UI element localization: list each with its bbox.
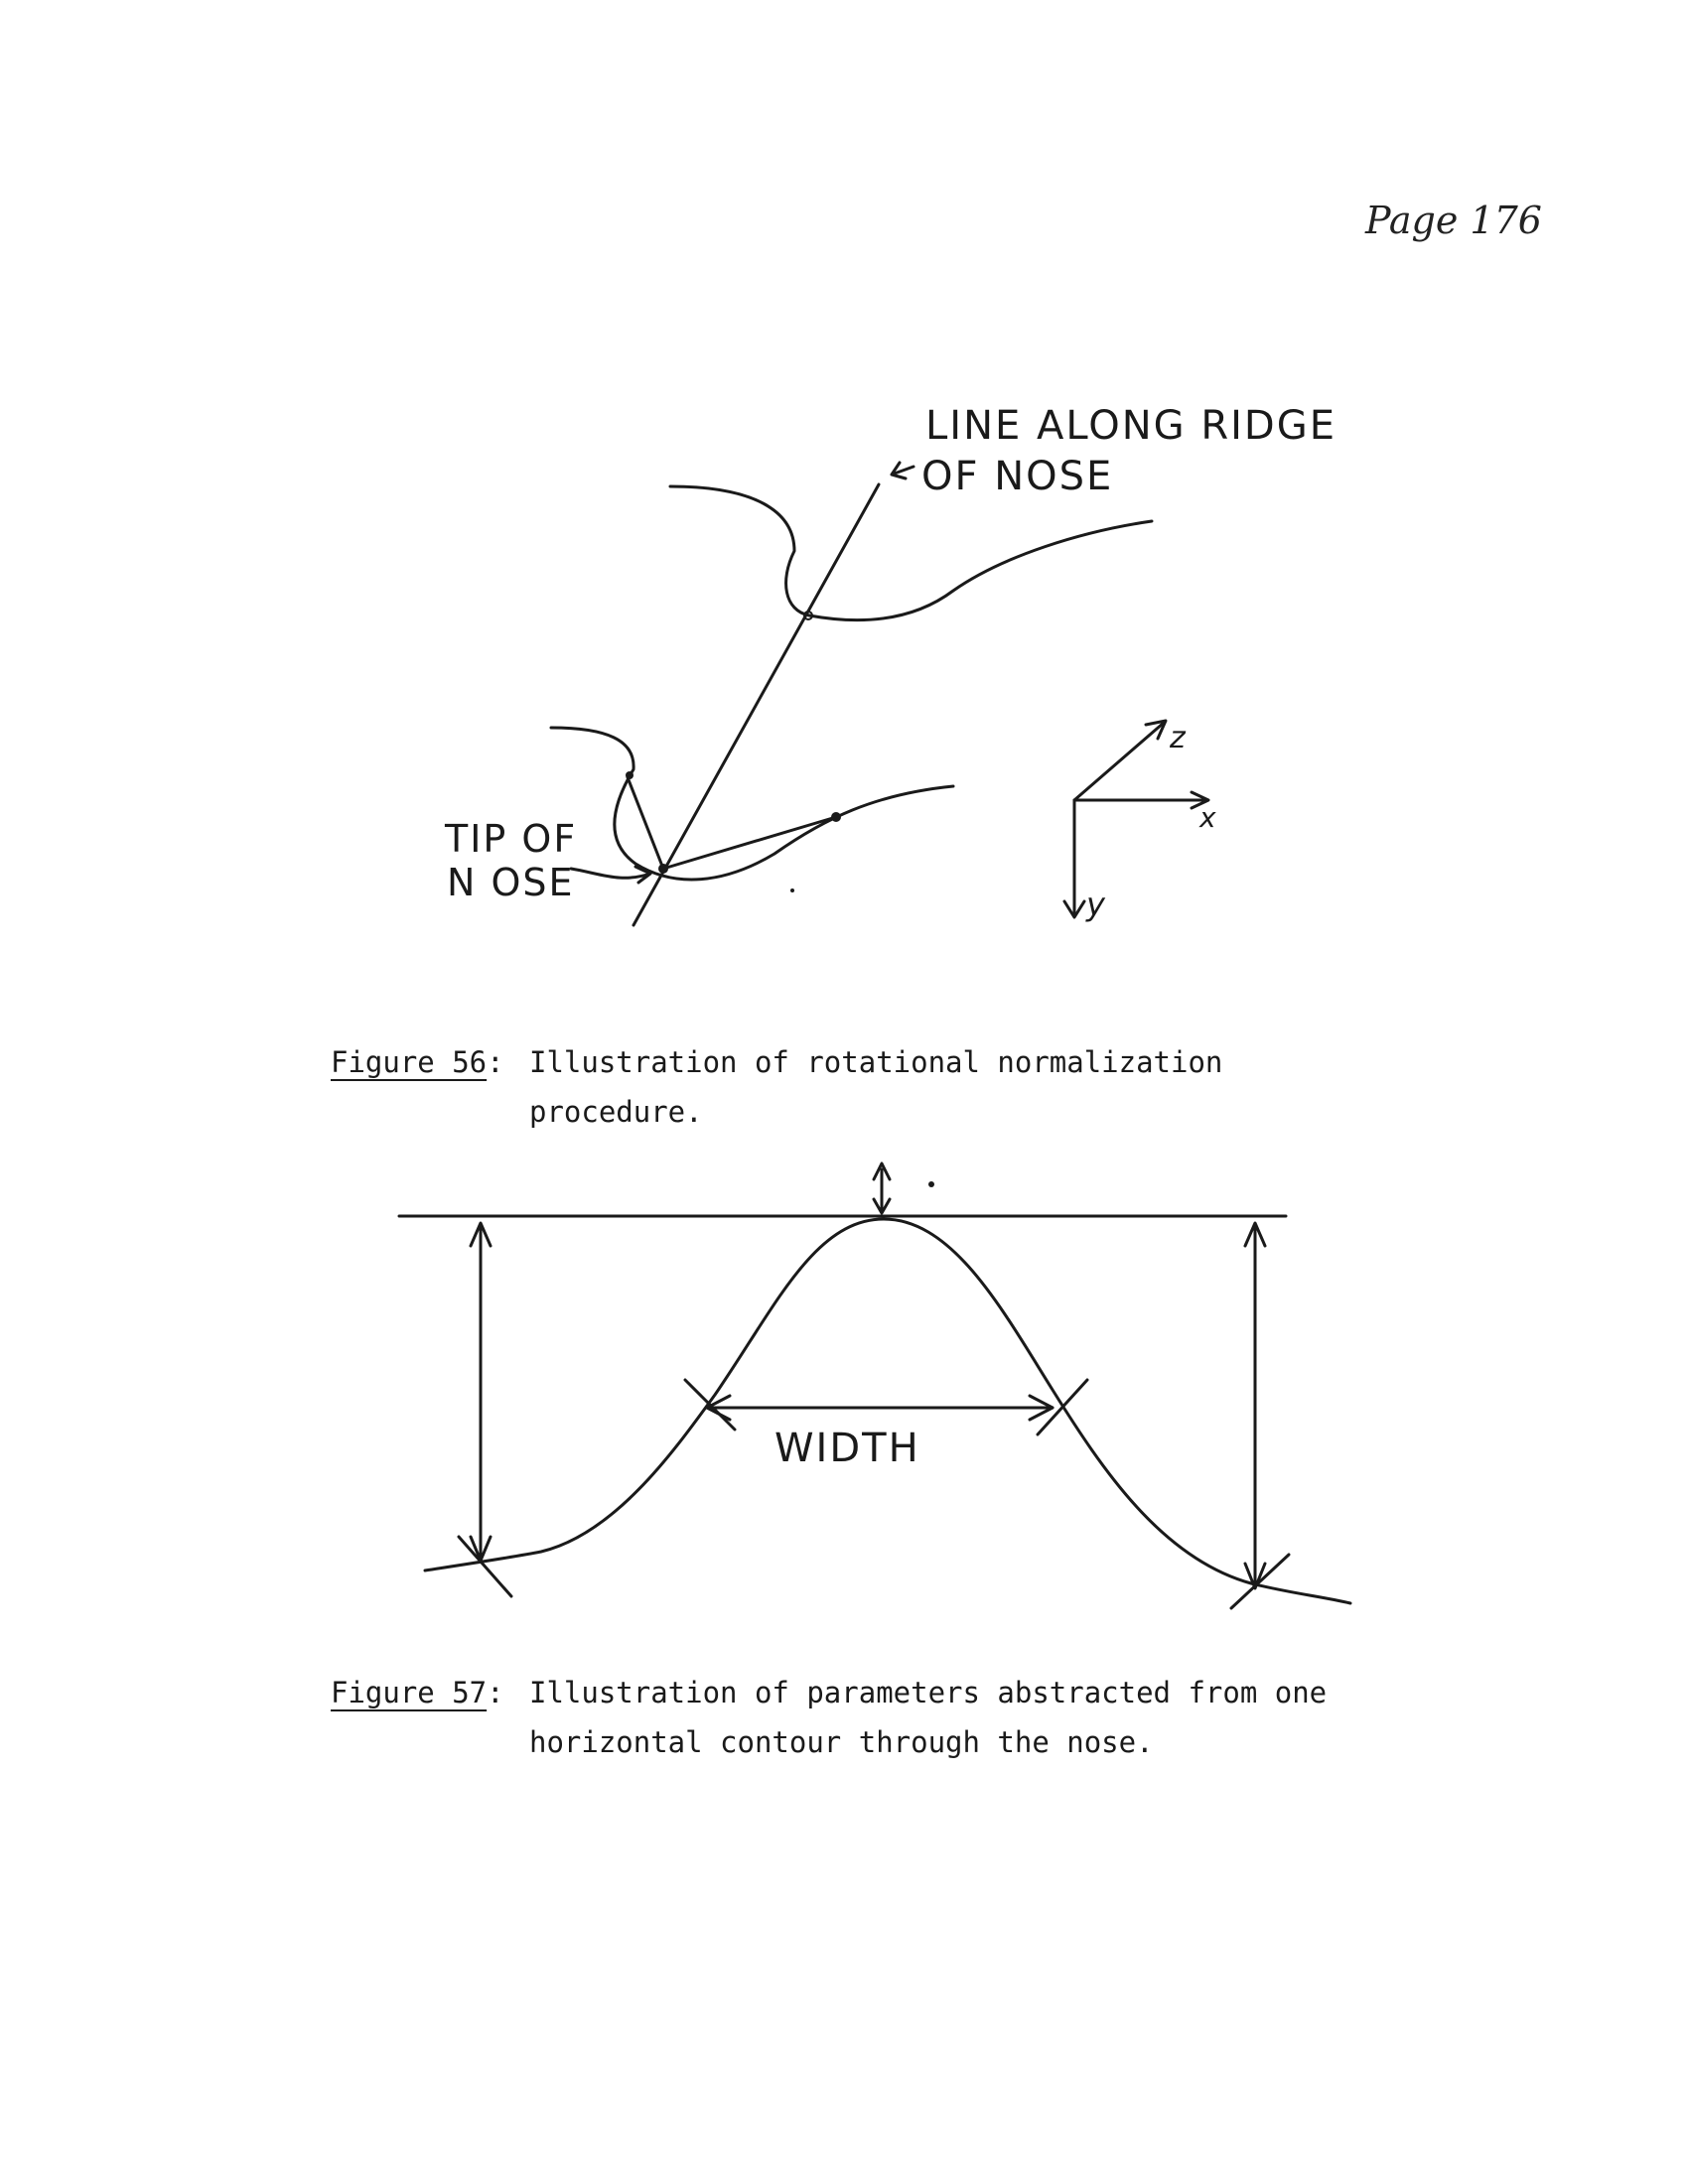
- tip-to-left-point: [626, 775, 665, 871]
- figure-56-caption-label: Figure 56:: [331, 1037, 504, 1087]
- ridge-label-line-2: OF NOSE: [921, 454, 1113, 499]
- left-height-arrow: [457, 1221, 513, 1598]
- width-label: WIDTH: [774, 1426, 920, 1471]
- axis-z-label: z: [1169, 721, 1188, 755]
- upper-contour: [668, 484, 1154, 622]
- figure-57-number: Figure 57: [331, 1676, 488, 1709]
- left-reference-point: [626, 771, 633, 779]
- figure-56-caption-line-1: Illustration of rotational normalization: [529, 1045, 1223, 1079]
- peak-mark-dot: [928, 1181, 934, 1187]
- figure-57-caption-label: Figure 57:: [331, 1668, 504, 1717]
- figure-56-caption-text: Illustration of rotational normalization…: [529, 1037, 1304, 1137]
- figure-56-caption-line-2: procedure.: [529, 1095, 703, 1129]
- axis-y-label: y: [1085, 886, 1107, 923]
- figure-57-caption-line-1: Illustration of parameters abstracted fr…: [529, 1676, 1328, 1709]
- nose-tip-point: [658, 864, 668, 874]
- ridge-intersection-point: [803, 611, 813, 620]
- axis-x-label: x: [1198, 801, 1218, 834]
- tip-label-arrow: [569, 865, 652, 885]
- right-reference-point: [831, 812, 841, 822]
- figure-57-caption-line-2: horizontal contour through the nose.: [529, 1725, 1154, 1759]
- axis-system: [1062, 719, 1210, 919]
- peak-offset-arrow: [872, 1161, 892, 1215]
- stray-mark: [790, 888, 794, 892]
- width-arrow: [683, 1378, 1089, 1436]
- tip-to-right-point: [661, 815, 838, 871]
- tip-label-line-2: N OSE: [447, 861, 575, 904]
- tip-label-line-1: TIP OF: [444, 817, 577, 861]
- right-height-arrow: [1229, 1221, 1291, 1610]
- figure-57-caption-text: Illustration of parameters abstracted fr…: [529, 1668, 1328, 1767]
- ridge-label-line-1: LINE ALONG RIDGE: [925, 403, 1336, 449]
- figure-56-number: Figure 56: [331, 1045, 488, 1079]
- figure-57-colon: :: [487, 1676, 504, 1709]
- ridge-label-arrow: [890, 461, 915, 480]
- figure-56-colon: :: [487, 1045, 504, 1079]
- horizontal-nose-contour: [423, 1217, 1352, 1605]
- page-number: Page 176: [1365, 199, 1542, 242]
- nose-ridge-line: [632, 482, 881, 927]
